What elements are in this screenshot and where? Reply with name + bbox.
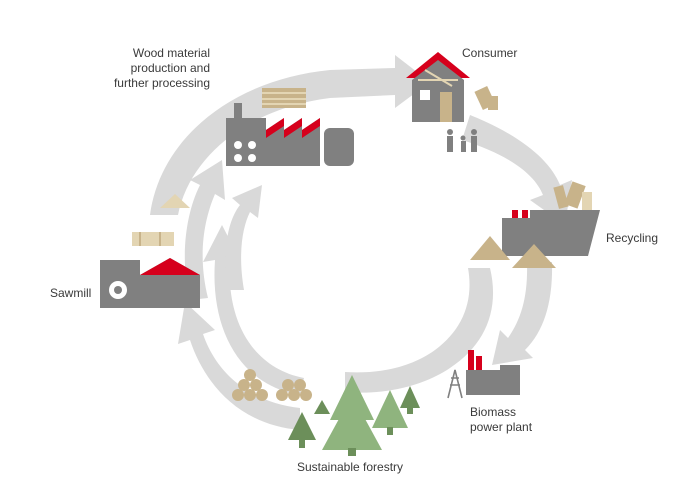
wood-processing-line-3: further processing (113, 76, 210, 90)
power-plant-icon (447, 350, 520, 399)
arrow-to-biomass (492, 262, 553, 365)
arrow-inner-right (345, 268, 494, 393)
arrow-inner-left-2 (184, 160, 225, 300)
label-consumer: Consumer (462, 46, 518, 60)
label-biomass: Biomass power plant (470, 405, 532, 435)
label-recycling: Recycling (606, 231, 659, 245)
pylon-icon (447, 369, 463, 399)
arrow-inner-left-3 (225, 185, 262, 290)
house-icon (406, 52, 470, 122)
wood-processing-line-1: Wood material (132, 46, 210, 60)
label-forestry: Sustainable forestry (296, 460, 404, 474)
sawmill-icon (100, 194, 200, 308)
log-piles-icon (232, 369, 312, 401)
arrow-to-recycling (462, 115, 572, 225)
factory-icon (226, 88, 354, 166)
label-sawmill: Sawmill (50, 286, 92, 300)
recycling-plant-icon (470, 181, 600, 268)
arrow-to-consumer (150, 55, 430, 215)
biomass-line-2: power plant (470, 420, 533, 434)
label-wood-processing: Wood material production and further pro… (98, 46, 210, 91)
cycle-arrows (150, 55, 572, 430)
biomass-line-1: Biomass (470, 405, 517, 419)
family-icon (447, 129, 477, 152)
furniture-icon (474, 85, 498, 111)
wood-processing-line-2: production and (130, 61, 210, 75)
trees-icon (288, 375, 420, 456)
arrow-to-sawmill (178, 302, 300, 430)
